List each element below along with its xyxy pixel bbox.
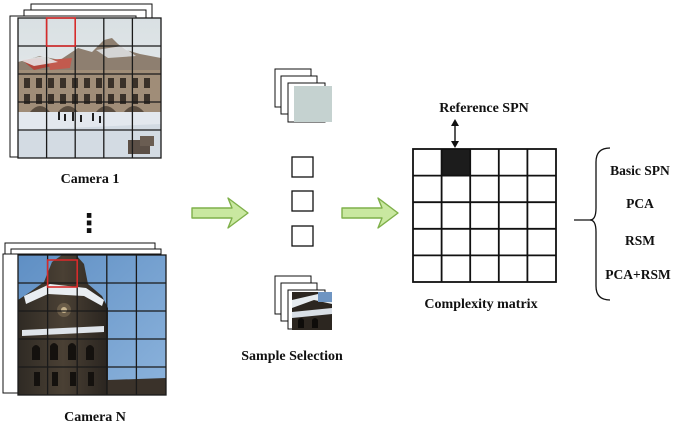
camera-n-label: Camera N [64,410,126,425]
camera-n-stack [2,242,167,396]
method-pca-rsm: PCA+RSM [605,267,671,282]
complexity-matrix [412,148,557,283]
sample-selection-label: Sample Selection [241,349,343,364]
sample-block-sky [294,86,332,122]
camera-1-photo [18,18,161,158]
camera-1-stack [9,3,162,159]
right-arrow-icon [191,197,249,229]
camera-1-label: Camera 1 [61,172,120,187]
sample-square [291,190,314,212]
sample-block-tower [292,292,332,330]
camera-n-grid [17,254,167,396]
camera-n-photo [18,255,166,395]
reference-cell [441,149,470,176]
method-pca: PCA [626,196,654,211]
sample-selection-group [274,68,332,330]
complexity-matrix-label: Complexity matrix [424,297,537,312]
camera-1-selected-block [45,17,76,47]
method-basic-spn: Basic SPN [610,163,670,178]
sample-square [291,225,314,247]
camera-n-selected-block [46,259,78,288]
left-brace-icon [589,147,611,301]
double-arrow-icon [451,119,459,148]
sample-square [291,156,314,178]
reference-spn-label: Reference SPN [439,101,529,116]
method-rsm: RSM [625,233,655,248]
right-arrow-icon [341,197,399,229]
ellipsis-icon: ⋮ [76,209,102,239]
